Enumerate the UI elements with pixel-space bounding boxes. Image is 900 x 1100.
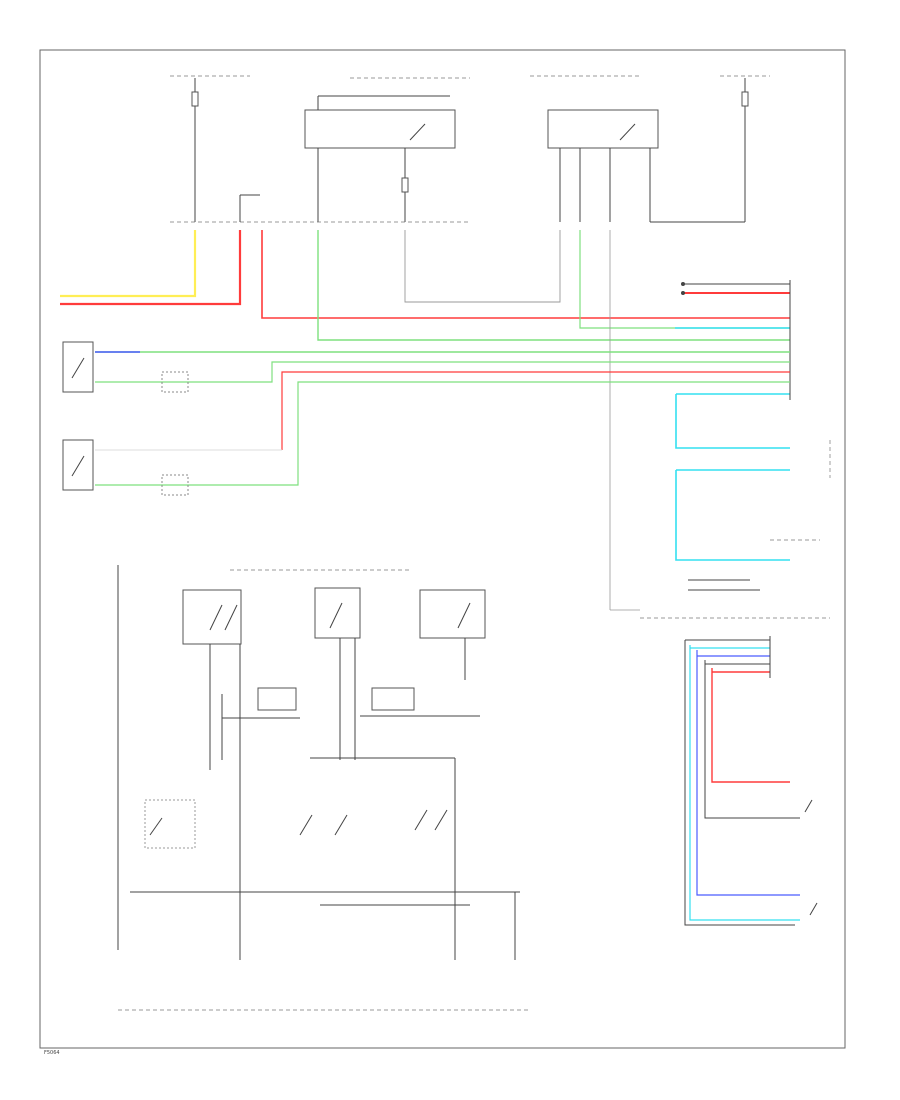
sensor-switch [804,799,813,813]
switch-box [62,439,94,491]
fuse [191,91,199,107]
sensor-section [640,579,830,926]
switch-wires [62,341,790,496]
wire-green-main [317,230,790,341]
wire-cyan [675,394,790,449]
diagram-frame [39,49,846,1049]
footer-code: F5064 [44,1050,60,1056]
wire-gray [404,230,561,303]
wire-green [579,230,790,329]
wire-yellow [60,230,197,298]
power-section [170,75,770,223]
switch-box [182,589,242,645]
relay-box [547,109,659,149]
climate-control-panel [117,565,530,1011]
top-wires [60,230,790,611]
wire-red [60,230,242,306]
wire-cyan [675,470,790,561]
sensor-switch [809,902,818,916]
relay-switch [409,123,426,141]
fuse [401,177,409,193]
switch-box [62,341,94,393]
right-connector-block [675,280,831,561]
fuse [741,91,749,107]
wire-red-main [261,230,790,319]
switch-box [419,589,486,639]
relay-box [304,109,456,149]
